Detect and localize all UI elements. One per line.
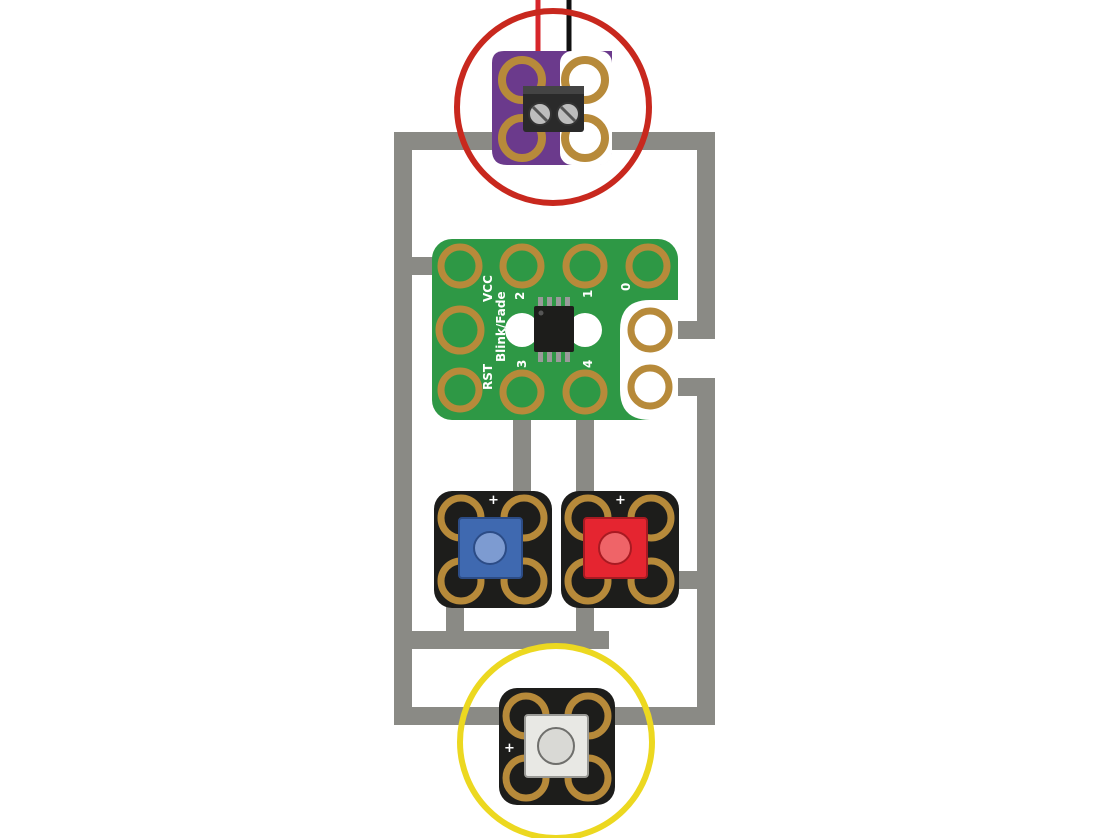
label-rst: RST [481, 363, 495, 390]
red-led-board: + [561, 491, 679, 608]
screw-terminal-icon [523, 86, 584, 132]
label-pin-4: 4 [581, 360, 595, 368]
attiny-pads [435, 243, 673, 415]
red-led-plus: + [615, 493, 626, 508]
label-pin-1: 1 [581, 290, 595, 298]
attiny-board: VCC Blink/Fade RST 2 1 0 3 4 [432, 239, 678, 420]
label-blink-fade: Blink/Fade [494, 291, 508, 362]
trace-right-lower [589, 378, 715, 725]
attiny-white-strip [620, 300, 678, 420]
blue-led-board: + [434, 491, 552, 608]
label-vcc: VCC [481, 275, 495, 302]
attiny-inner-holes [505, 313, 602, 347]
power-pads [498, 56, 609, 162]
push-button-icon [524, 714, 589, 778]
label-pin-0: 0 [619, 283, 633, 291]
power-connector [454, 0, 652, 206]
label-pin-3: 3 [515, 360, 529, 368]
trace-top-right [589, 132, 715, 339]
ic-chip-icon [534, 297, 574, 362]
label-pin-2: 2 [513, 292, 527, 300]
traces [394, 132, 715, 725]
button-ring [457, 643, 655, 838]
push-button-board: + [457, 643, 655, 838]
power-board-white-half [560, 51, 612, 165]
led-icon [458, 517, 523, 579]
button-plus: + [504, 741, 515, 756]
power-ring [454, 8, 652, 206]
led-icon [583, 517, 648, 579]
blue-led-plus: + [488, 493, 499, 508]
